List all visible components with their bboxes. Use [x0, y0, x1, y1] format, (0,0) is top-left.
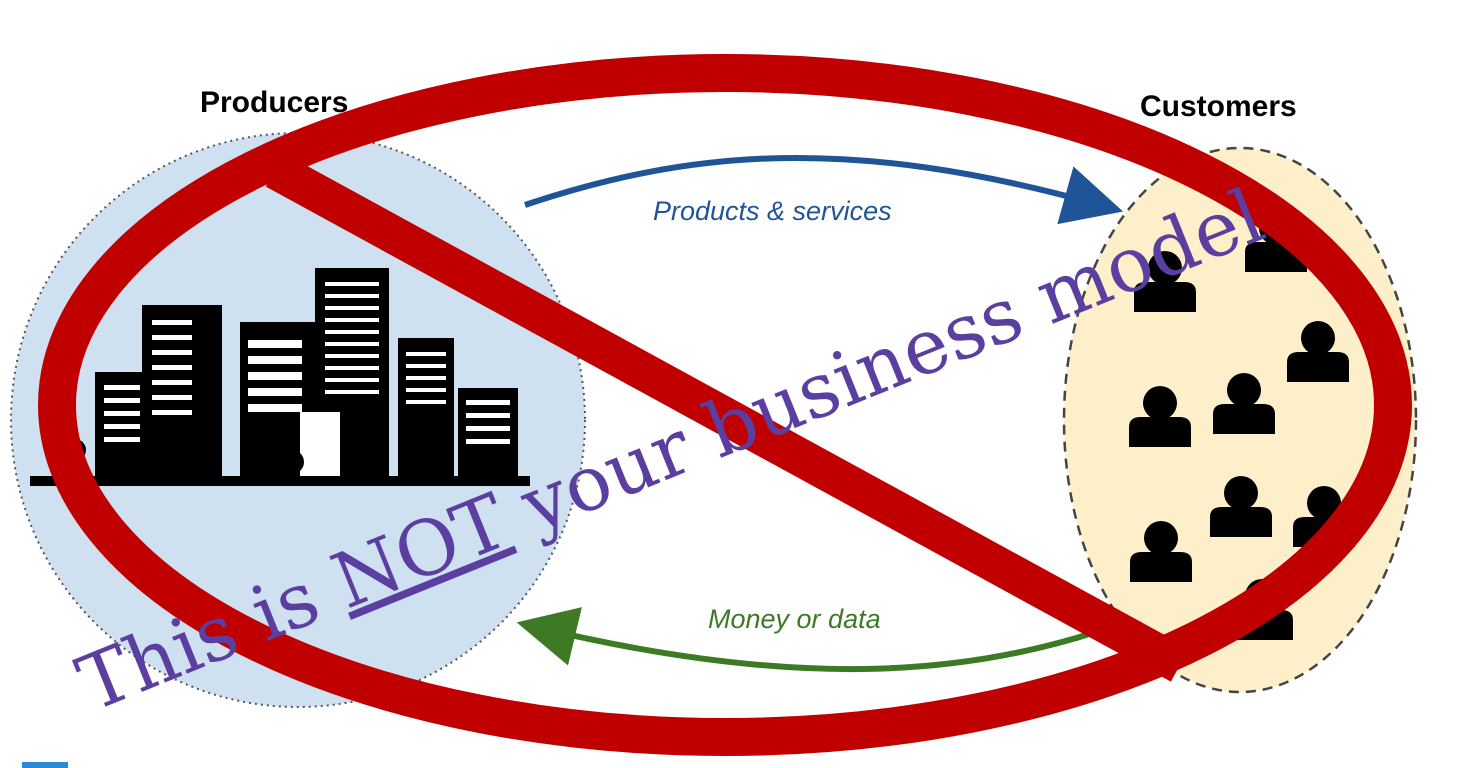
money-arrow: [516, 607, 1109, 673]
no-sign-icon: [38, 54, 1412, 756]
producers-label: Producers: [200, 86, 348, 119]
corner-accent: [22, 762, 68, 768]
money-flow-label: Money or data: [708, 604, 881, 634]
products-arrow: [524, 154, 1124, 225]
customers-label: Customers: [1140, 90, 1297, 123]
products-flow-label: Products & services: [653, 196, 892, 226]
city-buildings-icon: [30, 268, 530, 486]
